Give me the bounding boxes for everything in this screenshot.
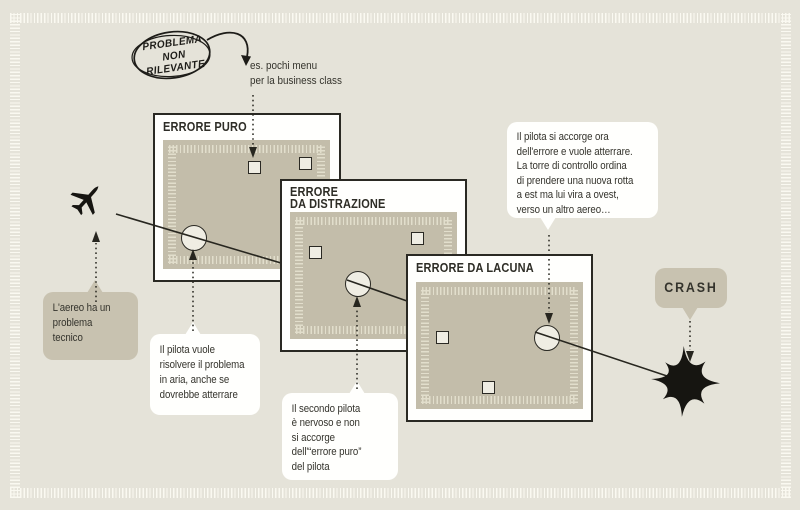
hole-square [309, 246, 322, 259]
sheet-stitch [296, 326, 451, 334]
bubble-line: La torre di controllo ordina [516, 160, 627, 173]
note-text: es. pochi menu per la business class [250, 59, 342, 89]
panel-errore-da-lacuna: ERRORE DA LACUNA [406, 254, 593, 422]
hole-circle [181, 225, 207, 251]
speech-bubble-aereo: L'aereo ha un problema tecnico [43, 280, 138, 360]
panel-title: ERRORE DA DISTRAZIONE [290, 185, 386, 211]
bubble-line: verso un altro aereo… [516, 203, 611, 216]
bubble-tail [540, 217, 556, 230]
bubble-line: si accorge [291, 431, 335, 444]
bubble-line: tecnico [52, 332, 83, 344]
bubble-line: del pilota [291, 460, 330, 473]
panel-title: ERRORE DA LACUNA [416, 261, 534, 275]
hole-circle [534, 325, 560, 351]
sheet-stitch [570, 288, 578, 403]
bubble-text: Il pilota si accorge ora dell'errore e v… [507, 122, 683, 218]
speech-bubble-pilota: Il pilota vuole risolvere il problema in… [150, 322, 260, 415]
panel-title-line: DA DISTRAZIONE [290, 197, 386, 211]
speech-bubble-torre: Il pilota si accorge ora dell'errore e v… [507, 122, 658, 230]
hole-square [436, 331, 449, 344]
bubble-line: Il secondo pilota [291, 403, 361, 415]
arrowhead-down [686, 351, 694, 362]
page-border-top [10, 13, 790, 23]
bubble-line: è nervoso e non [291, 417, 360, 430]
page-border-left [10, 13, 20, 498]
crash-label: CRASH [664, 280, 718, 295]
page-border-bottom [10, 488, 790, 498]
sheet-stitch [421, 288, 429, 403]
bubble-tail [682, 307, 698, 320]
problem-cloud-text: PROBLEMA NON RILEVANTE [130, 31, 218, 80]
bubble-line: dell'errore e vuole atterrare. [516, 145, 633, 158]
hole-square [411, 232, 424, 245]
note-line: es. pochi menu [250, 60, 318, 72]
sheet-stitch [296, 217, 451, 225]
sheet-stitch [295, 218, 303, 333]
hole-square [299, 157, 312, 170]
bubble-line: L'aereo ha un [52, 302, 111, 314]
sheet-stitch [169, 145, 324, 153]
sheet-stitch [422, 287, 577, 295]
bubble-line: Il pilota vuole [159, 344, 215, 356]
bubble-line: di prendere una nuova rotta [516, 174, 634, 187]
hole-circle [345, 271, 371, 297]
panel-sheet [416, 282, 583, 409]
bubble-text: Il pilota vuole risolvere il problema in… [150, 334, 281, 403]
bubble-line: risolvere il problema [159, 359, 245, 371]
crash-bubble: CRASH [655, 268, 727, 320]
sheet-stitch [168, 146, 176, 263]
arrowhead-up [92, 231, 100, 242]
sheet-stitch [422, 396, 577, 404]
bubble-text: Il secondo pilota è nervoso e non si acc… [282, 393, 419, 474]
airplane-icon [70, 186, 99, 216]
explosion-starburst-icon [651, 346, 720, 417]
bubble-tail [87, 280, 103, 293]
bubble-line: problema [52, 317, 93, 329]
bubble-text: L'aereo ha un problema tecnico [43, 292, 157, 346]
bubble-line: a est ma lui vira a ovest, [516, 189, 619, 202]
bubble-line: in aria, anche se [159, 374, 230, 386]
bubble-line: dell'“errore puro” [291, 446, 362, 459]
page-border-right [781, 13, 791, 498]
hole-square [248, 161, 261, 174]
hole-square [482, 381, 495, 394]
panel-title-line: ERRORE [290, 185, 339, 199]
note-line: per la business class [250, 75, 342, 87]
bubble-line: Il pilota si accorge ora [516, 131, 609, 143]
speech-bubble-secondo-pilota: Il secondo pilota è nervoso e non si acc… [282, 381, 398, 480]
bubble-line: dovrebbe atterrare [159, 389, 238, 401]
panel-title: ERRORE PURO [163, 120, 247, 134]
